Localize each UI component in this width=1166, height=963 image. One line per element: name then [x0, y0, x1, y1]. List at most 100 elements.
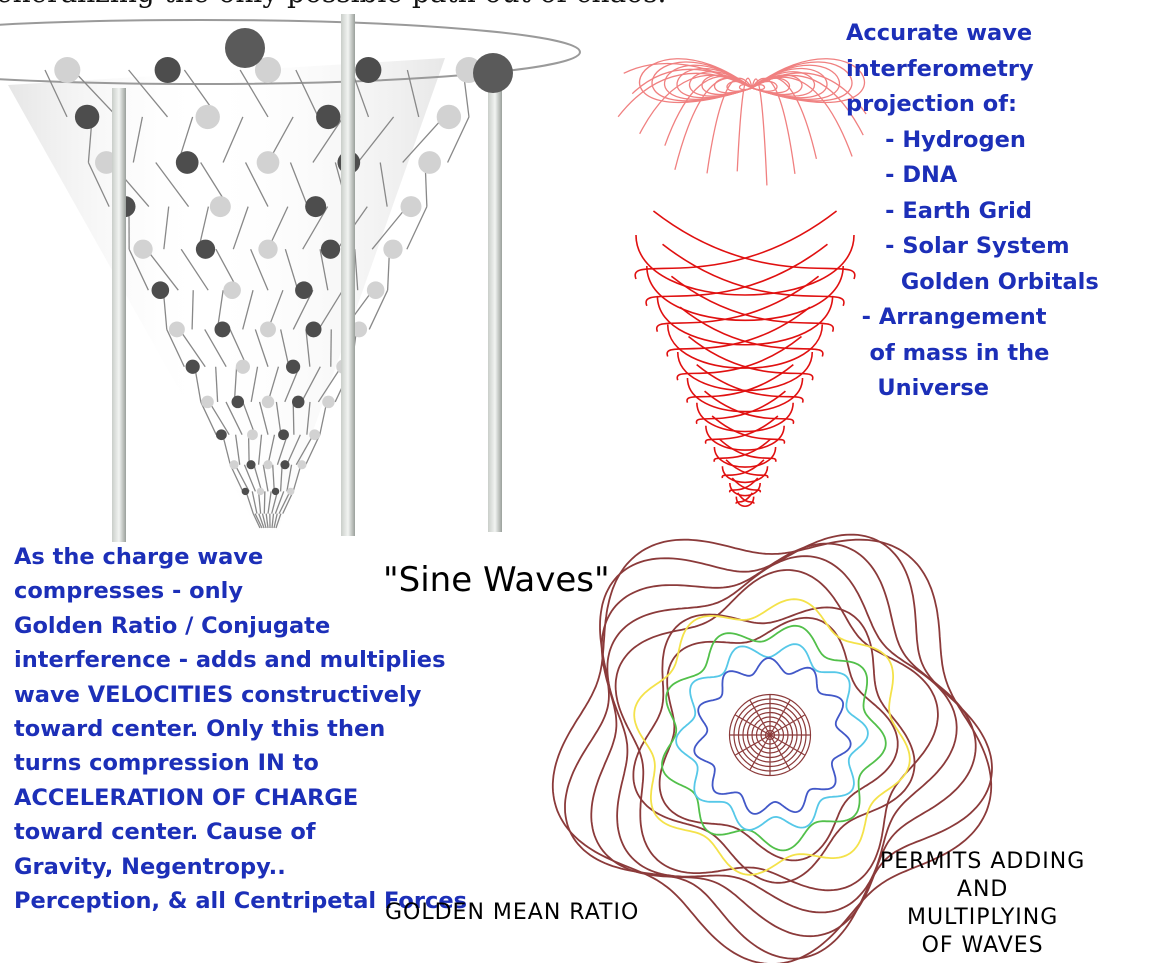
projection-line: - Hydrogen [846, 126, 1026, 153]
lattice-line [276, 434, 289, 465]
lattice-line [278, 491, 291, 514]
spiral-arc [676, 335, 802, 381]
field-lines [617, 58, 867, 186]
charge-line: Golden Ratio / Conjugate [14, 612, 331, 639]
lattice-node [214, 321, 231, 338]
colored-inner-waves [633, 598, 911, 876]
spiral-arc [718, 438, 777, 462]
lattice-node [154, 56, 181, 84]
lattice-line [272, 464, 275, 492]
lattice-line [305, 434, 321, 466]
lattice-line [191, 290, 194, 330]
projection-line: - DNA [846, 162, 958, 188]
lattice-node [297, 460, 307, 470]
lattice-node [291, 395, 305, 409]
projection-line: projection of: [846, 91, 1017, 117]
spiral-arc [735, 492, 753, 504]
field-line [664, 75, 753, 146]
lattice-line [295, 69, 319, 118]
lattice-line [402, 116, 445, 163]
golden-mean-ratio-label: GOLDEN MEAN RATIO [385, 900, 640, 925]
lattice-line [280, 329, 290, 367]
lattice-node [418, 151, 441, 174]
lattice-line [271, 513, 275, 529]
lattice-line [317, 366, 342, 403]
lattice-line [257, 491, 262, 514]
lattice-line [273, 513, 278, 529]
rose-curve [606, 555, 958, 914]
core-ray [769, 714, 805, 736]
lattice-node [436, 104, 462, 130]
lattice-node [309, 429, 321, 441]
lattice-node [295, 281, 313, 299]
core-ray [735, 714, 771, 736]
core-ring [728, 693, 812, 777]
lattice-line [222, 434, 231, 465]
lattice-node [185, 359, 200, 374]
vertical-pole [112, 88, 126, 542]
spiral-arc [666, 324, 824, 369]
spiral-arc [695, 390, 786, 425]
lattice-node [247, 429, 258, 441]
lattice-line [286, 464, 293, 492]
sine-waves-label: "Sine Waves" [383, 560, 610, 600]
lattice-node [278, 429, 289, 441]
projection-line: - Earth Grid [846, 197, 1032, 224]
lattice-line [245, 491, 254, 514]
lattice-node [351, 321, 368, 338]
colored-wave [633, 598, 911, 876]
charge-line: As the charge wave [14, 544, 264, 570]
lattice-line [295, 434, 314, 466]
projection-line: - Arrangement [846, 304, 1047, 330]
lattice-node [256, 151, 280, 174]
colored-wave [661, 624, 887, 852]
spiral-arc [721, 459, 765, 479]
lattice-node [74, 104, 100, 130]
projection-list: Accurate wave interferometry projection … [846, 16, 1099, 407]
core-ray [769, 700, 791, 736]
lattice-node [133, 239, 153, 259]
charge-line: Perception, & all Centripetal Forces [14, 888, 467, 915]
lattice-line [128, 69, 169, 118]
lattice-line [250, 366, 259, 403]
lattice-node [209, 196, 231, 218]
lattice-line [239, 69, 269, 118]
spiral-arc [705, 425, 785, 451]
lattice-line [312, 116, 344, 163]
lattice-line [251, 491, 258, 514]
lattice-line [242, 401, 256, 435]
lattice-line [234, 464, 250, 492]
lattice-node [286, 487, 295, 496]
lattice-node [261, 395, 275, 409]
lattice-line [261, 513, 267, 529]
lattice-line [258, 401, 269, 435]
rose-curve [632, 606, 916, 884]
core-ray [769, 734, 791, 770]
cone-lattice-diagram [0, 14, 581, 542]
charge-line: ACCELERATION OF CHARGE [14, 784, 359, 811]
lattice-line [292, 464, 302, 492]
lattice-line [406, 69, 420, 118]
lattice-node [400, 196, 422, 218]
lattice-line [301, 366, 321, 403]
spiral-waves [634, 210, 856, 508]
lattice-line [247, 434, 250, 465]
lattice-line [229, 464, 244, 492]
lattice-node [286, 359, 301, 374]
lattice-node [229, 460, 239, 470]
lattice-node [305, 196, 327, 218]
spiral-arc [711, 415, 786, 444]
lattice-line [262, 464, 269, 492]
spiral-arc [713, 438, 772, 462]
vertical-pole [341, 14, 355, 536]
lattice-line [263, 491, 266, 514]
spiral-arc [652, 210, 856, 280]
lattice-line [357, 116, 395, 163]
spiral-arc [729, 477, 759, 493]
spiral-arc [713, 446, 777, 468]
spiral-arc [735, 496, 755, 508]
field-line [676, 67, 753, 99]
lattice-line [44, 69, 68, 118]
